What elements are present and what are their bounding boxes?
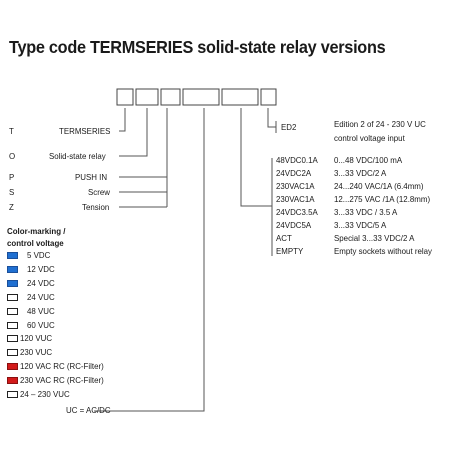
label-tension: Tension	[82, 202, 110, 212]
voltage-code: 230VAC1A	[276, 194, 315, 204]
voltage-code: 230VAC1A	[276, 181, 315, 191]
connector-voltage	[240, 108, 272, 207]
code-box-3	[160, 88, 181, 106]
label-solid-state-relay: Solid-state relay	[49, 151, 106, 161]
letter-p: P	[9, 172, 15, 182]
voltage-code: 24VDC3.5A	[276, 207, 318, 217]
color-swatch	[7, 349, 18, 357]
color-marking-label: 48 VUC	[27, 305, 55, 316]
connector-color	[94, 108, 205, 412]
code-box-2	[135, 88, 159, 106]
color-marking-label: 60 VUC	[27, 319, 55, 330]
voltage-desc: Empty sockets without relay	[334, 246, 432, 256]
color-marking-label: 12 VDC	[27, 263, 55, 274]
voltage-code: 48VDC0.1A	[276, 155, 318, 165]
color-swatch	[7, 321, 18, 329]
color-swatch	[7, 377, 18, 385]
color-marking-label: 120 VUC	[20, 333, 53, 344]
color-swatch	[7, 363, 18, 371]
letter-o: O	[9, 151, 16, 161]
color-swatch	[7, 335, 18, 343]
voltage-desc: 24...240 VAC/1A (6.4mm)	[334, 181, 424, 191]
voltage-desc: 0...48 VDC/100 mA	[334, 155, 403, 165]
voltage-desc: 12...275 VAC /1A (12.8mm)	[334, 194, 431, 204]
color-marking-heading-2: control voltage	[7, 238, 64, 248]
page-title: Type code TERMSERIES solid-state relay v…	[9, 37, 386, 57]
voltage-code: EMPTY	[276, 246, 304, 256]
voltage-code: 24VDC5A	[276, 220, 312, 230]
uc-footnote: UC = AC/DC	[66, 405, 111, 415]
edition-desc-line2: control voltage input	[334, 133, 405, 143]
color-swatch	[7, 265, 18, 273]
connector-t	[119, 108, 126, 132]
color-swatch	[7, 252, 18, 259]
voltage-desc: 3...33 VDC / 3.5 A	[334, 207, 398, 217]
color-swatch	[7, 279, 18, 287]
voltage-desc: 3...33 VDC/2 A	[334, 168, 387, 178]
letter-s: S	[9, 187, 15, 197]
label-screw: Screw	[88, 187, 110, 197]
code-box-6	[260, 88, 277, 106]
edition-code: ED2	[281, 122, 297, 132]
letter-t: T	[9, 126, 14, 136]
voltage-desc: Special 3...33 VDC/2 A	[334, 233, 415, 243]
color-marking-label: 24 VDC	[27, 277, 55, 288]
code-box-1	[116, 88, 134, 106]
color-swatch	[7, 391, 18, 398]
connector-edition	[267, 108, 276, 128]
voltage-code: ACT	[276, 233, 292, 243]
code-box-4	[182, 88, 220, 106]
edition-desc-line1: Edition 2 of 24 - 230 V UC	[334, 119, 426, 129]
color-marking-label: 5 VDC	[27, 250, 51, 260]
code-box-5	[221, 88, 259, 106]
color-marking-label: 230 VUC	[20, 347, 53, 358]
color-marking-label: 230 VAC RC (RC-Filter)	[20, 375, 104, 386]
color-marking-heading: Color-marking /	[7, 226, 66, 236]
color-swatch	[7, 307, 18, 315]
color-swatch	[7, 293, 18, 301]
color-marking-label: 24 – 230 VUC	[20, 389, 70, 399]
letter-z: Z	[9, 202, 14, 212]
label-termseries: TERMSERIES	[59, 126, 111, 136]
color-marking-label: 24 VUC	[27, 291, 55, 302]
label-push-in: PUSH IN	[75, 172, 108, 182]
voltage-desc: 3...33 VDC/5 A	[334, 220, 387, 230]
connector-o	[119, 108, 148, 157]
color-marking-label: 120 VAC RC (RC-Filter)	[20, 361, 104, 372]
voltage-code: 24VDC2A	[276, 168, 312, 178]
